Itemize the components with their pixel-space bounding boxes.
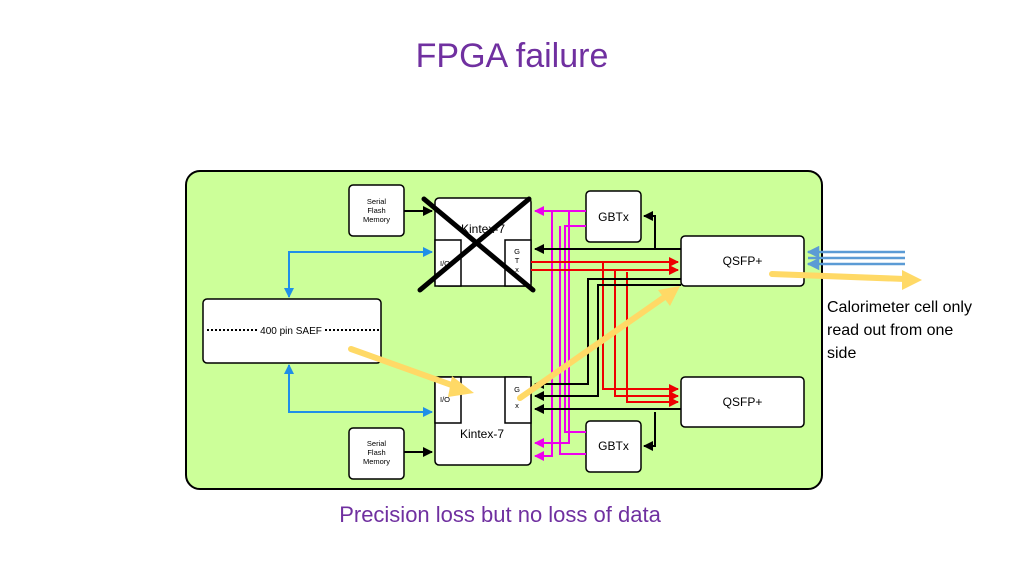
flash-top-line-3: Memory bbox=[363, 215, 390, 224]
flash-top-line-2: Flash bbox=[367, 206, 385, 215]
saef-io-bottom-link bbox=[284, 364, 433, 417]
saef-io-top-link bbox=[284, 247, 433, 298]
gtx-top-line-3: x bbox=[515, 265, 519, 274]
saef-connector: 400 pin SAEF bbox=[202, 298, 382, 364]
saef-label: 400 pin SAEF bbox=[260, 326, 322, 337]
qsfp-top: QSFP+ bbox=[680, 235, 805, 287]
qsfp-bottom-label: QSFP+ bbox=[723, 395, 763, 409]
io-bottom-label: I/O bbox=[440, 395, 450, 404]
kintex-bottom: I/O G x Kintex-7 bbox=[434, 376, 532, 466]
gbtx-control-links bbox=[534, 206, 586, 461]
kintex-bottom-label: Kintex-7 bbox=[460, 427, 504, 441]
side-note-line-3: side bbox=[827, 345, 857, 362]
flash-bottom-line-1: Serial bbox=[367, 439, 387, 448]
serial-flash-bottom: Serial Flash Memory bbox=[348, 427, 405, 480]
io-block-top bbox=[434, 239, 462, 287]
page-title: FPGA failure bbox=[415, 37, 609, 75]
gbtx-bottom-label: GBTx bbox=[598, 439, 629, 453]
data-flow-arrows bbox=[348, 270, 922, 401]
side-note-line-1: Calorimeter cell only bbox=[827, 299, 972, 316]
gtx-top-line-2: T bbox=[515, 256, 520, 265]
qsfp-top-label: QSFP+ bbox=[723, 254, 763, 268]
cross-icon bbox=[417, 196, 536, 293]
fiber-links bbox=[806, 245, 905, 271]
side-note-line-2: read out from one bbox=[827, 322, 954, 339]
flash-bottom-line-2: Flash bbox=[367, 448, 385, 457]
qsfp-return-links bbox=[534, 211, 681, 451]
serial-flash-top: Serial Flash Memory bbox=[348, 184, 405, 237]
gtx-top-line-1: G bbox=[514, 247, 520, 256]
side-note: Calorimeter cell only read out from one … bbox=[827, 296, 1007, 365]
gtx-data-links bbox=[531, 257, 679, 407]
gbtx-top-label: GBTx bbox=[598, 210, 629, 224]
flash-bottom-line-3: Memory bbox=[363, 457, 390, 466]
gtx-bottom-line-1: G bbox=[514, 385, 520, 394]
gbtx-top: GBTx bbox=[585, 190, 642, 243]
qsfp-bottom: QSFP+ bbox=[680, 376, 805, 428]
io-top-label: I/O bbox=[440, 259, 450, 268]
subtitle: Precision loss but no loss of data bbox=[339, 502, 661, 527]
gbtx-bottom: GBTx bbox=[585, 420, 642, 473]
gtx-bottom-line-2: x bbox=[515, 401, 519, 410]
flash-top-line-1: Serial bbox=[367, 197, 387, 206]
